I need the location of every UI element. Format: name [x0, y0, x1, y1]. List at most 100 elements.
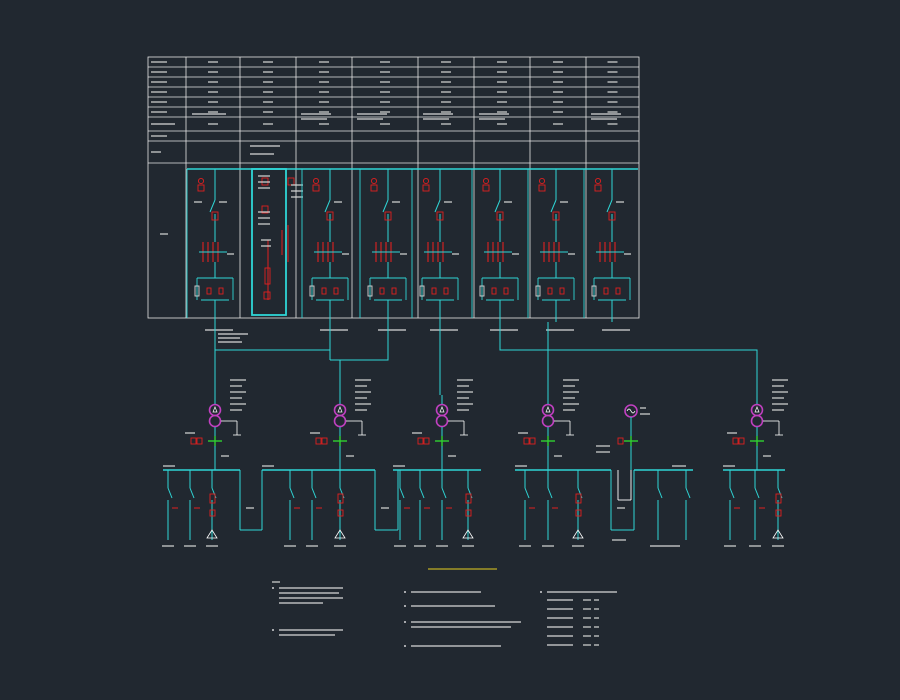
substation-1: [162, 379, 263, 547]
breaker-box: [384, 211, 392, 221]
lv-breaker: [315, 437, 322, 445]
earth-switch: [535, 285, 541, 297]
delta-symbol: [337, 406, 343, 413]
surge-arrester: [379, 287, 385, 295]
feeder-breaker: [465, 493, 472, 504]
switch-blade: [524, 487, 530, 499]
capacitor-bank: [572, 529, 584, 539]
surge-arrester: [333, 287, 339, 295]
disconnector-blade: [324, 199, 331, 213]
substation-2: [262, 379, 399, 547]
breaker-box: [496, 211, 504, 221]
notes-block: [272, 581, 617, 647]
breaker-box: [326, 211, 334, 221]
feeder-breaker: [775, 509, 782, 517]
switch-blade: [657, 487, 663, 499]
disconnector-blade: [382, 199, 389, 213]
pt-fuse: [264, 267, 271, 285]
breaker-box: [482, 184, 490, 192]
disconnector-blade: [606, 199, 613, 213]
switch-blade: [419, 487, 425, 499]
lv-breaker: [529, 437, 536, 445]
note-1: [272, 587, 343, 604]
breaker-box: [538, 184, 546, 192]
breaker-box: [312, 184, 320, 192]
substation-3: [393, 379, 481, 547]
switch-blade: [729, 487, 735, 499]
switch-blade: [399, 487, 405, 499]
delta-symbol: [754, 406, 760, 413]
capacitor-bank: [334, 529, 346, 539]
substation-5: [723, 379, 788, 547]
breaker-box: [197, 184, 205, 192]
delta-symbol: [212, 406, 218, 413]
indicator-lamp: [370, 177, 378, 185]
surge-arrester: [547, 287, 553, 295]
switch-blade: [754, 487, 760, 499]
surge-arrester: [615, 287, 621, 295]
panel-1: [186, 169, 234, 331]
transformer-winding: [208, 414, 222, 428]
surge-arrester: [503, 287, 509, 295]
lv-breaker: [196, 437, 203, 445]
transformer-winding: [333, 414, 347, 428]
feeder-breaker: [575, 493, 582, 504]
earth-switch: [591, 285, 597, 297]
panel-4: [359, 169, 407, 331]
surge-arrester: [559, 287, 565, 295]
breaker-box: [422, 184, 430, 192]
earth-switch: [367, 285, 373, 297]
disconnector-blade: [434, 199, 441, 213]
switch-blade: [189, 487, 195, 499]
substation-units: [162, 379, 788, 547]
indicator-lamp: [197, 177, 205, 185]
indicator-lamp: [538, 177, 546, 185]
disconnector-blade: [550, 199, 557, 213]
breaker-box: [211, 211, 219, 221]
switchgear-schedule-table: [147, 56, 640, 319]
surge-arrester: [603, 287, 609, 295]
feeder-cables: [214, 318, 758, 395]
indicator-lamp: [482, 177, 490, 185]
switchgear-panels: [186, 168, 631, 343]
lv-breaker: [417, 437, 424, 445]
transformer-winding: [541, 414, 555, 428]
feeder-breaker: [209, 493, 216, 504]
panel-3: [301, 169, 349, 331]
feeder-breaker: [465, 509, 472, 517]
switch-blade: [167, 487, 173, 499]
note-2: [272, 629, 343, 636]
transformer-winding: [435, 414, 449, 428]
pt-fuse: [263, 291, 271, 300]
breaker-box: [370, 184, 378, 192]
switch-blade: [685, 487, 691, 499]
surge-arrester: [206, 287, 212, 295]
disconnector-blade: [494, 199, 501, 213]
earth-switch: [479, 285, 485, 297]
panel-2: [251, 168, 303, 316]
gen-breaker: [617, 437, 624, 445]
feeder-breaker: [575, 509, 582, 517]
panel-8: [583, 169, 631, 331]
feeder-breaker: [775, 493, 782, 504]
breaker-box: [436, 211, 444, 221]
indicator-lamp: [312, 177, 320, 185]
breaker-box: [552, 211, 560, 221]
panel-7: [527, 169, 575, 331]
sine-symbol: [626, 408, 636, 414]
lv-breaker: [523, 437, 530, 445]
surge-arrester: [431, 287, 437, 295]
table-text: [151, 61, 621, 235]
surge-arrester: [391, 287, 397, 295]
pt-fuse: [287, 177, 295, 186]
lv-breaker: [738, 437, 745, 445]
transformer-winding: [750, 414, 764, 428]
switch-blade: [311, 487, 317, 499]
capacitor-bank: [206, 529, 218, 539]
earth-switch: [309, 285, 315, 297]
pt-panel-frame: [251, 168, 287, 316]
delta-symbol: [439, 406, 445, 413]
delta-symbol: [545, 406, 551, 413]
earth-switch: [194, 285, 200, 297]
